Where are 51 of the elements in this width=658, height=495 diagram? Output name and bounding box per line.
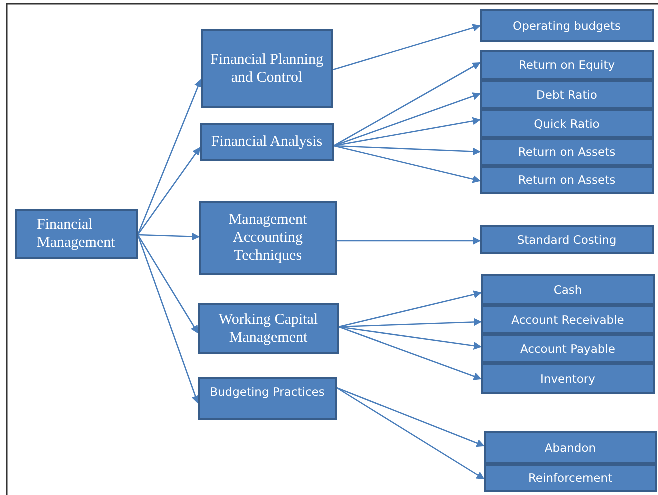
process-box: [480, 9, 654, 42]
box-label: Debt Ratio: [536, 88, 598, 102]
box-label: Account Payable: [520, 342, 616, 356]
arrow: [336, 387, 485, 480]
box-label: Financial Analysis: [211, 133, 323, 151]
box-label: Reinforcement: [528, 471, 613, 485]
arrow: [338, 326, 482, 350]
arrow: [336, 387, 485, 448]
box-label: Inventory: [540, 372, 596, 386]
box-label: Working Capital Management: [218, 310, 320, 346]
process-box: [15, 209, 138, 259]
box-label: Financial Planning and Control: [210, 50, 324, 86]
process-box: [484, 431, 657, 464]
process-box: [481, 334, 655, 363]
box-label: Return on Equity: [518, 58, 616, 72]
process-box: [480, 138, 654, 166]
box-label: Account Receivable: [512, 312, 624, 326]
arrow: [334, 145, 481, 184]
box-label: Standard Costing: [517, 232, 617, 246]
process-box: [484, 464, 657, 492]
box-label: Financial Management: [37, 216, 116, 252]
box-label: Abandon: [544, 440, 596, 454]
box-label: Budgeting Practices: [210, 385, 325, 399]
process-box: [480, 166, 654, 194]
process-box: [480, 50, 654, 80]
process-box: [198, 303, 339, 354]
process-box: [201, 29, 333, 108]
process-box: [481, 305, 655, 334]
box-label: Operating budgets: [513, 18, 621, 32]
arrow: [137, 234, 199, 334]
arrow: [138, 232, 200, 241]
process-box: [480, 109, 654, 138]
process-box: [481, 363, 655, 394]
box-label: Return on Assets: [518, 173, 616, 187]
arrow: [338, 290, 482, 328]
process-box: [200, 123, 334, 161]
process-box: [199, 201, 337, 275]
arrow: [137, 147, 201, 236]
arrow: [337, 237, 481, 245]
process-box: [198, 377, 337, 420]
box-label: Return on Assets: [518, 145, 616, 159]
box-label: Management Accounting Techniques: [228, 211, 308, 265]
box-label: Quick Ratio: [534, 116, 600, 130]
process-box: [480, 225, 654, 254]
arrow: [334, 62, 481, 147]
arrow: [137, 79, 202, 236]
process-box: [481, 274, 655, 305]
process-box: [480, 80, 654, 109]
box-label: Cash: [554, 282, 582, 296]
arrow: [338, 326, 482, 380]
arrow: [332, 24, 481, 71]
